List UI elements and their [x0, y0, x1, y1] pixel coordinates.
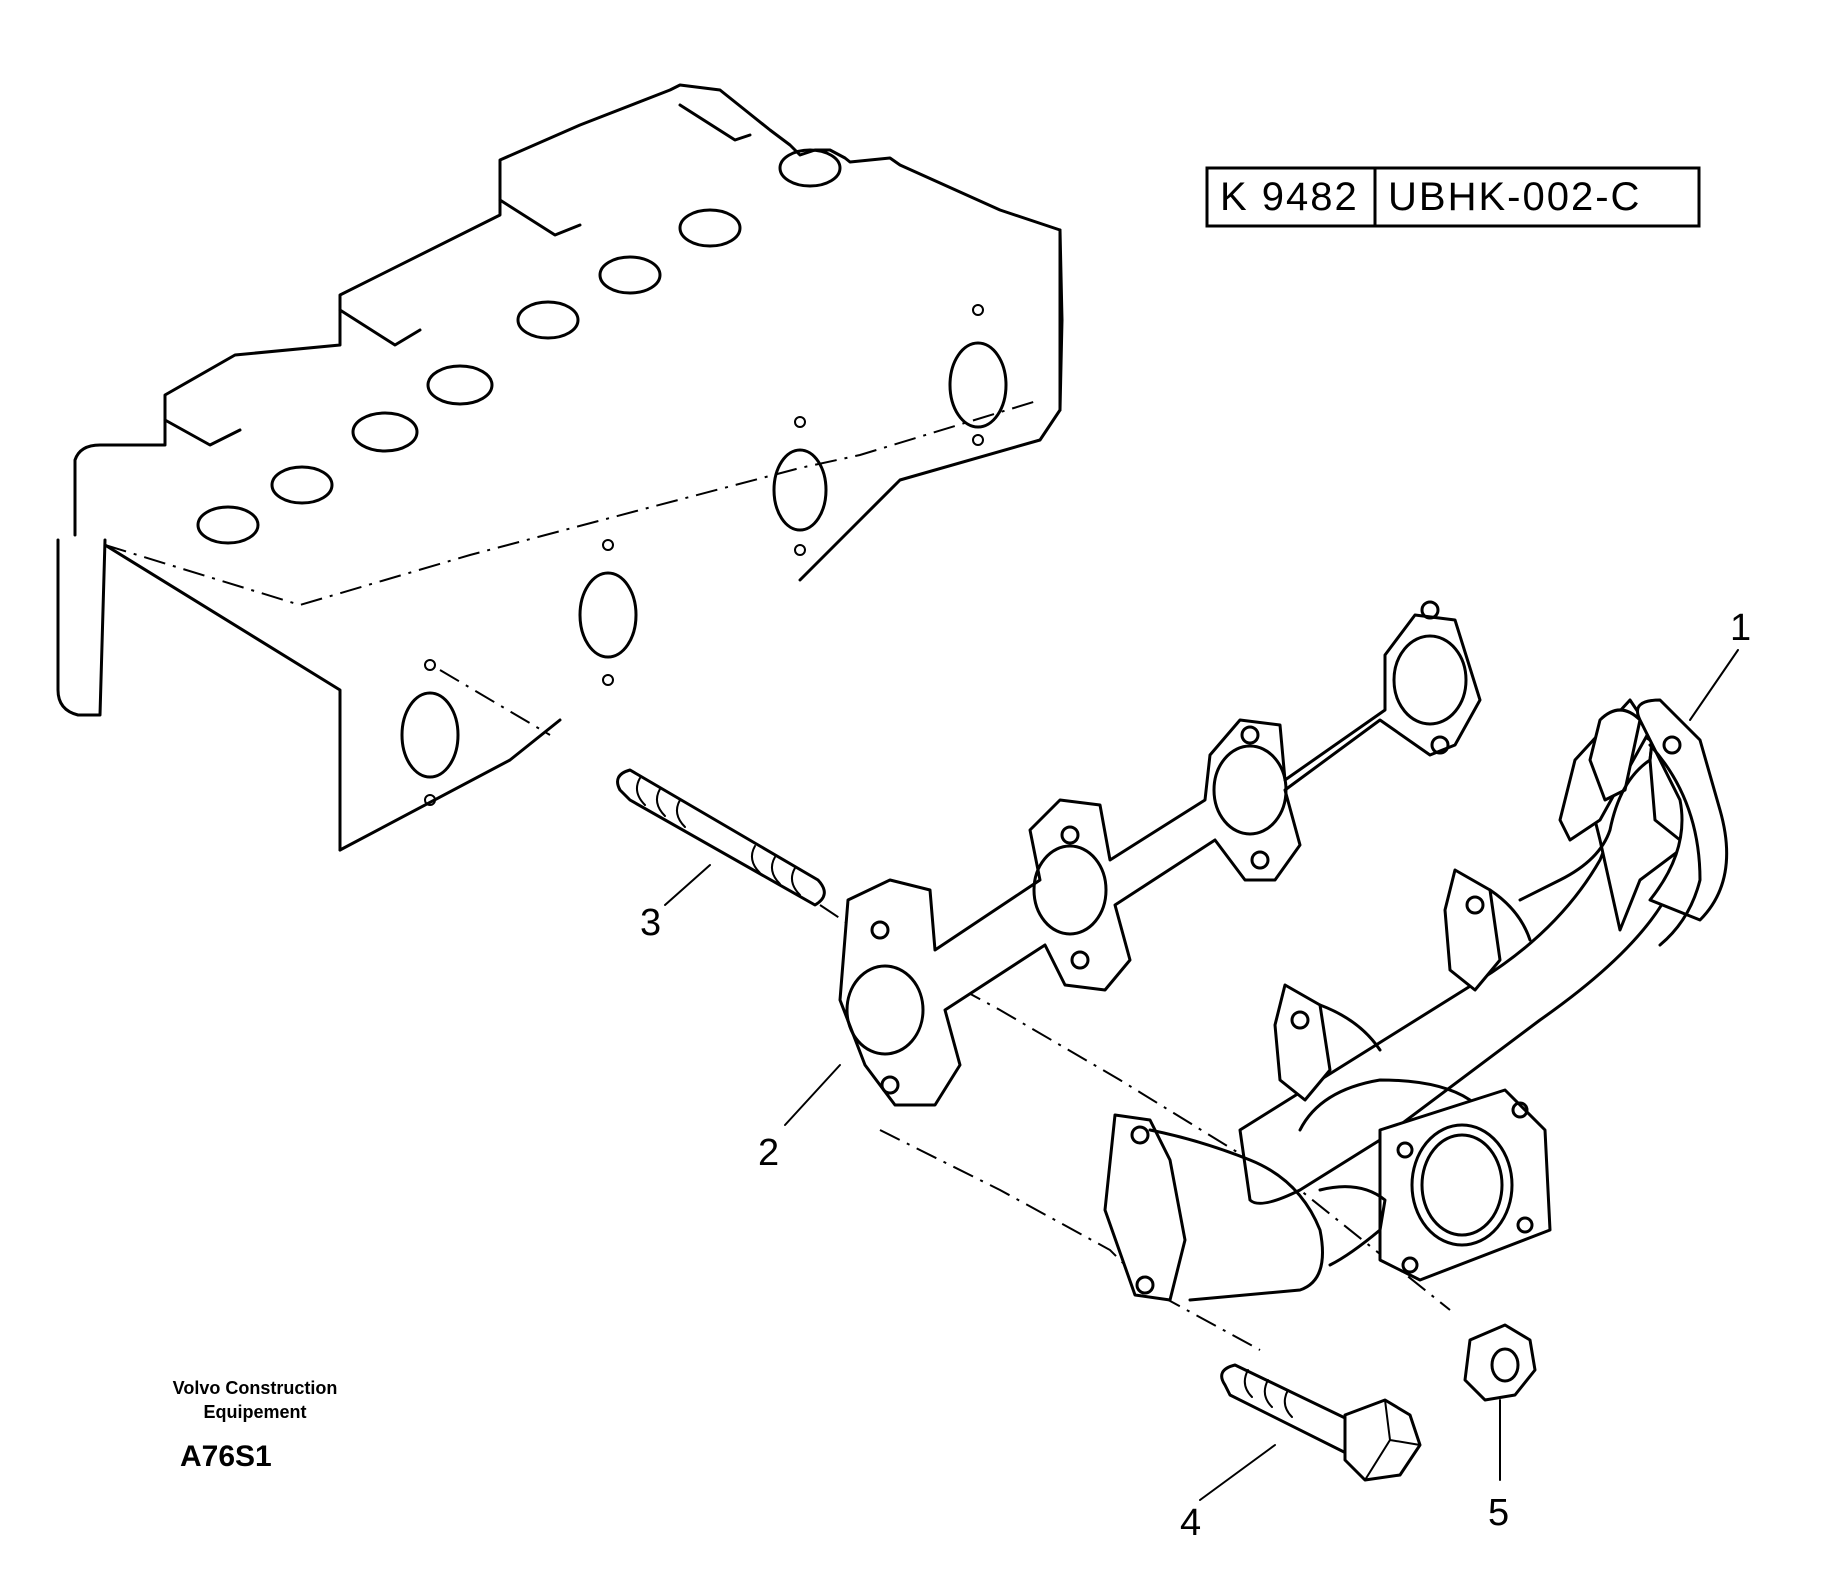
figure-code: A76S1	[180, 1440, 272, 1473]
stud-part-3	[616, 768, 826, 907]
publisher-line-2: Equipement	[203, 1402, 307, 1422]
callout-2: 2	[758, 1132, 779, 1174]
nut-part-5	[1463, 1323, 1537, 1402]
callout-5: 5	[1488, 1492, 1509, 1534]
gasket-part-2	[838, 600, 1482, 1107]
callout-3: 3	[640, 902, 661, 944]
leader-lines	[664, 649, 1739, 1501]
exhaust-manifold-part-1	[1103, 698, 1729, 1302]
reference-code-right: UBHK-002-C	[1388, 175, 1641, 219]
publisher-line-1: Volvo Construction	[172, 1378, 338, 1398]
callout-4: 4	[1180, 1502, 1201, 1544]
callout-1: 1	[1730, 607, 1751, 649]
reference-code-box: K 9482 UBHK-002-C	[1205, 166, 1701, 228]
bolt-part-4	[1220, 1363, 1422, 1482]
reference-code-left: K 9482	[1220, 175, 1359, 219]
cylinder-head	[56, 83, 1064, 852]
